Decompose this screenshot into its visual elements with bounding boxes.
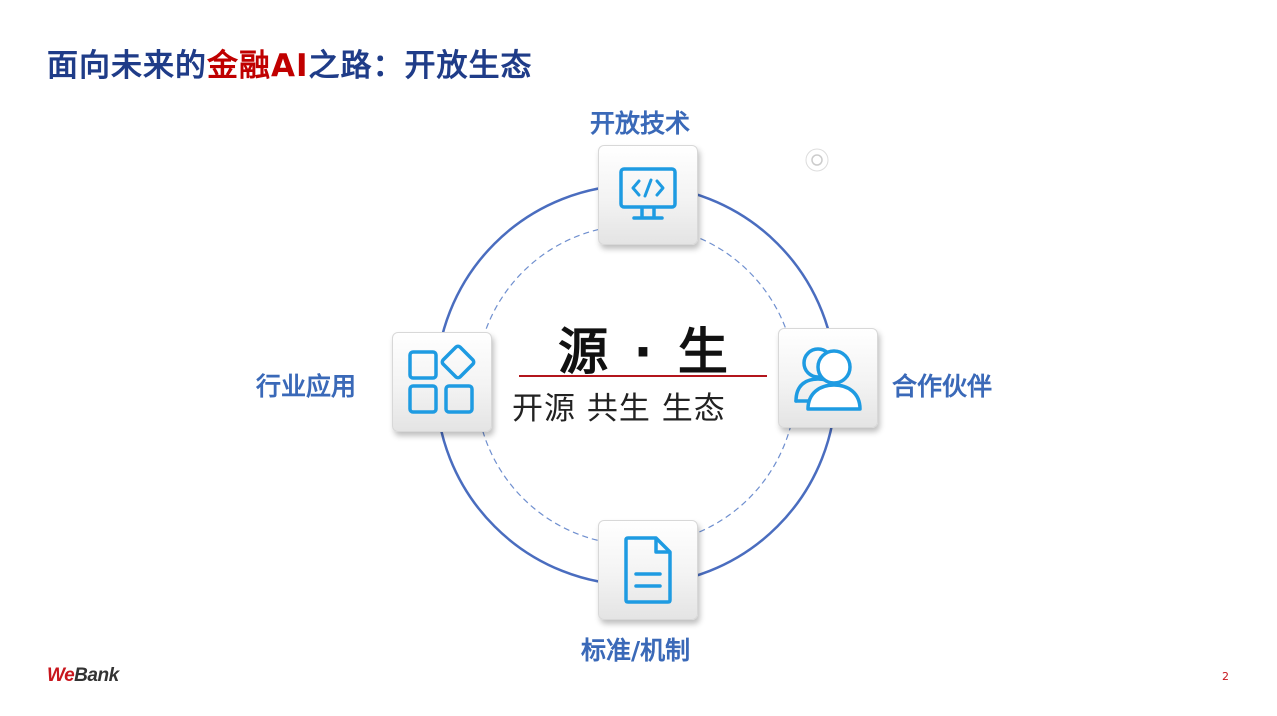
people-icon <box>794 347 862 411</box>
center-subtitle: 开源 共生 生态 <box>512 391 726 427</box>
title-part-1: 面向未来的 <box>47 48 207 84</box>
document-icon <box>624 536 672 604</box>
small-circle-marker <box>805 148 829 172</box>
title-highlight: 金融 <box>207 48 271 84</box>
logo-we: We <box>47 665 75 686</box>
webank-logo: WeBank <box>47 665 119 687</box>
node-label-industry-apps: 行业应用 <box>256 372 357 401</box>
node-label-partners: 合作伙伴 <box>892 372 993 401</box>
tile-partners[interactable] <box>778 328 878 428</box>
apps-grid-icon <box>408 344 476 414</box>
title-part-ai: AI <box>271 48 309 84</box>
title-part-3: 之路：开放生态 <box>308 48 533 84</box>
node-label-standards: 标准/机制 <box>581 636 691 665</box>
page-number: 2 <box>1222 670 1229 683</box>
code-monitor-icon <box>619 167 677 220</box>
tile-open-tech[interactable] <box>598 145 698 245</box>
node-label-open-tech: 开放技术 <box>590 109 691 138</box>
logo-bank: Bank <box>74 665 119 686</box>
center-headline: 源 · 生 <box>558 323 732 381</box>
center-divider <box>519 375 767 377</box>
tile-standards[interactable] <box>598 520 698 620</box>
slide-title: 面向未来的金融AI之路：开放生态 <box>47 40 533 85</box>
tile-industry-apps[interactable] <box>392 332 492 432</box>
